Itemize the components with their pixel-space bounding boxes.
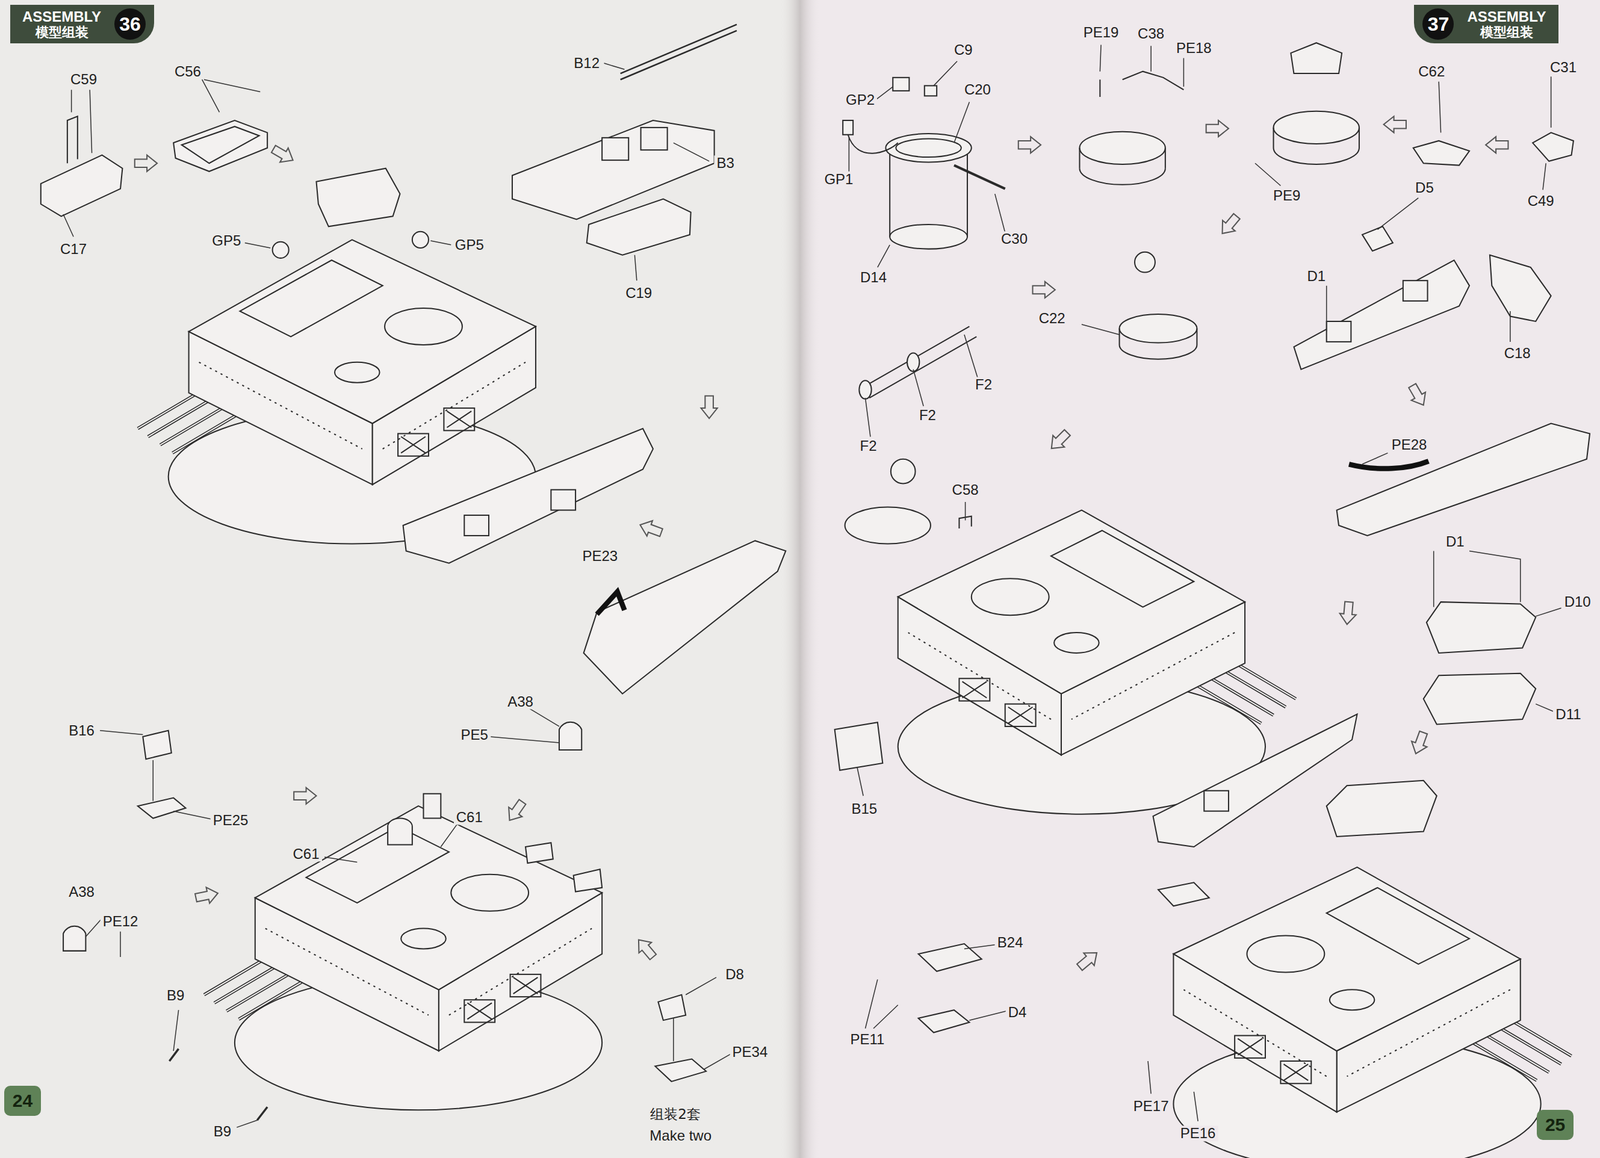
part-label: A38 — [505, 694, 536, 710]
part-label: GP1 — [821, 172, 856, 188]
part-label: PE18 — [1173, 40, 1215, 56]
text-group: 36 — [119, 14, 141, 34]
part-label: B15 — [848, 801, 880, 817]
part-label: PE34 — [730, 1044, 771, 1060]
part-label: PE17 — [1131, 1098, 1172, 1114]
part-label: C59 — [68, 72, 100, 88]
node-text: 25 — [1545, 1114, 1566, 1136]
part-label: 组装2套 — [647, 1106, 704, 1122]
part-label: C61 — [290, 846, 323, 862]
part-label: PE9 — [1270, 188, 1303, 204]
node-text: ASSEMBLY — [22, 9, 102, 25]
node-text: ASSEMBLY — [1466, 9, 1546, 25]
part-label: B12 — [571, 55, 602, 72]
part-label: C19 — [623, 285, 655, 301]
part-label: C49 — [1525, 193, 1557, 209]
part-label: C56 — [172, 63, 204, 79]
text-group: ASSEMBLY模型组装 — [1466, 9, 1546, 40]
part-label: D14 — [857, 269, 890, 285]
part-label: D4 — [1005, 1004, 1030, 1020]
part-label: Make two — [647, 1128, 714, 1144]
part-label: C20 — [961, 82, 994, 98]
node-text: 24 — [12, 1090, 33, 1112]
part-label: D11 — [1553, 706, 1584, 722]
text-group: 25 — [1545, 1114, 1566, 1136]
text-group: ASSEMBLY模型组装 — [22, 9, 102, 40]
part-label: PE19 — [1081, 25, 1122, 41]
part-label: D1 — [1304, 269, 1328, 285]
part-label: PE11 — [847, 1032, 887, 1048]
page-number: 24 — [4, 1085, 41, 1117]
step-number: 36 — [114, 8, 146, 40]
part-label: C30 — [998, 231, 1030, 247]
part-label: GP2 — [843, 92, 878, 108]
part-label: F2 — [857, 438, 880, 454]
node-text: 模型组装 — [1480, 25, 1534, 40]
part-label: C17 — [57, 241, 90, 257]
step-number: 37 — [1422, 8, 1454, 40]
part-label: PE16 — [1178, 1126, 1219, 1142]
node-text: 37 — [1427, 14, 1450, 34]
part-label: PE25 — [210, 812, 252, 828]
part-label: PE5 — [458, 727, 491, 743]
part-label: PE12 — [100, 913, 141, 929]
part-label: D1 — [1443, 534, 1467, 550]
node-text: 36 — [119, 14, 141, 34]
part-label: C38 — [1135, 25, 1167, 41]
text-group: 24 — [12, 1090, 33, 1112]
text-group: 37 — [1427, 14, 1450, 34]
part-label: D10 — [1562, 594, 1594, 610]
part-label: B3 — [714, 155, 737, 171]
node-text: 模型组装 — [35, 25, 89, 40]
page-number: 25 — [1536, 1110, 1574, 1141]
part-label: B9 — [164, 988, 187, 1004]
part-label: C61 — [453, 809, 486, 825]
part-label: B16 — [66, 722, 97, 738]
part-label: B24 — [995, 935, 1026, 951]
part-label: D5 — [1412, 179, 1437, 196]
part-label: PE28 — [1389, 437, 1430, 453]
part-label: C62 — [1415, 63, 1448, 79]
part-label: C22 — [1036, 310, 1068, 326]
part-label: GP5 — [452, 237, 487, 253]
assembly-tab: ASSEMBLY模型组装 36 — [10, 4, 155, 44]
part-label: C9 — [951, 42, 976, 58]
part-label: A38 — [66, 884, 97, 900]
part-label: B9 — [211, 1123, 234, 1139]
assembly-tab: ASSEMBLY模型组装 37 — [1413, 4, 1558, 44]
part-label: F2 — [972, 376, 995, 392]
part-label: GP5 — [209, 232, 244, 249]
part-label: C58 — [949, 482, 982, 498]
part-label: F2 — [916, 407, 939, 423]
part-label: C31 — [1547, 59, 1579, 75]
part-label: D8 — [722, 966, 747, 982]
part-label: C18 — [1501, 345, 1534, 361]
part-label: PE23 — [579, 548, 621, 564]
